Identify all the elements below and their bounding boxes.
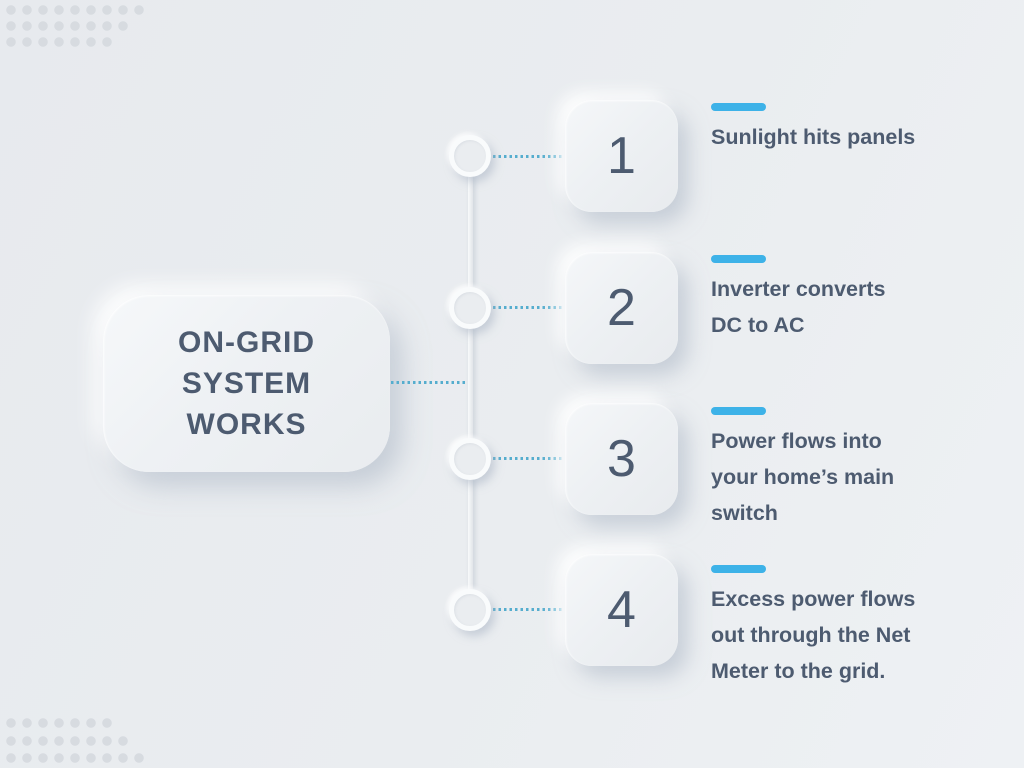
step-2-number-card: 2 <box>565 252 678 364</box>
step-4-accent-bar <box>711 565 766 573</box>
title-card: ON-GRID SYSTEM WORKS <box>103 295 390 472</box>
title-line-2: SYSTEM <box>181 367 312 400</box>
page-title: ON-GRID SYSTEM WORKS <box>178 322 315 445</box>
step-4-connector-dotted-line <box>493 608 564 611</box>
step-2-accent-bar <box>711 255 766 263</box>
dot-row <box>3 733 131 749</box>
timeline-node-1 <box>449 135 491 177</box>
step-3-number: 3 <box>607 430 636 488</box>
step-1-number: 1 <box>607 127 636 185</box>
dot-row <box>3 715 115 731</box>
step-2-connector-dotted-line <box>493 306 564 309</box>
timeline-line <box>468 156 473 610</box>
title-line-1: ON-GRID <box>178 326 315 359</box>
step-4-number: 4 <box>607 581 636 639</box>
timeline-node-4 <box>449 589 491 631</box>
step-1-connector-dotted-line <box>493 155 564 158</box>
title-line-3: WORKS <box>186 408 307 441</box>
dot-row <box>3 34 115 50</box>
step-3-number-card: 3 <box>565 403 678 515</box>
step-3-connector-dotted-line <box>493 457 564 460</box>
dot-row <box>3 750 147 766</box>
timeline-node-2 <box>449 287 491 329</box>
title-connector-dotted-line <box>391 381 472 384</box>
step-2-number: 2 <box>607 279 636 337</box>
step-2-description: Inverter converts DC to AC <box>711 277 886 337</box>
step-4-number-card: 4 <box>565 554 678 666</box>
step-1-description: Sunlight hits panels <box>711 125 916 149</box>
step-4-description: Excess power flows out through the Net M… <box>711 587 916 683</box>
step-1-accent-bar <box>711 103 766 111</box>
step-1-number-card: 1 <box>565 100 678 212</box>
step-3-accent-bar <box>711 407 766 415</box>
dot-row <box>3 2 147 18</box>
dot-row <box>3 18 131 34</box>
step-3-description: Power flows into your home’s main switch <box>711 429 895 525</box>
timeline-node-3 <box>449 438 491 480</box>
